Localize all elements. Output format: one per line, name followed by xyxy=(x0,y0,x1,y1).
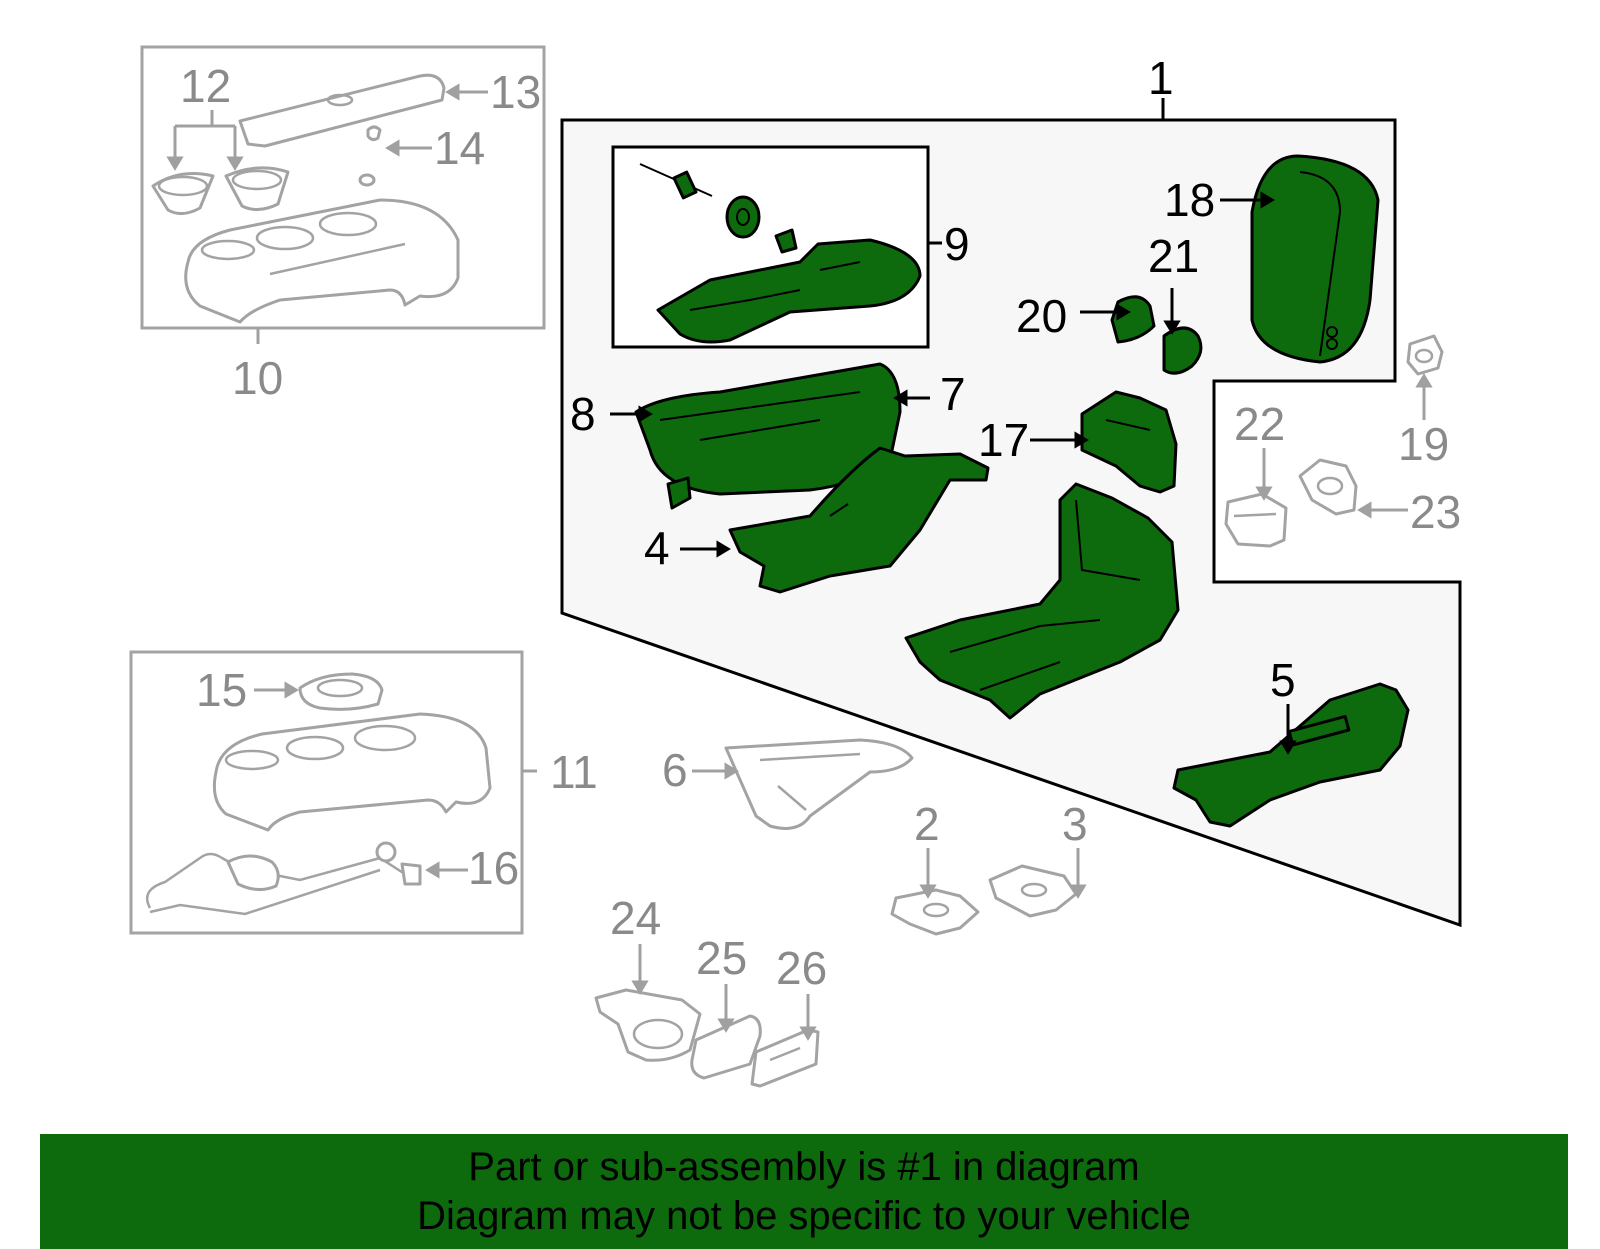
banner-line-1: Part or sub-assembly is #1 in diagram xyxy=(468,1144,1140,1189)
part-10-console-bezel[interactable] xyxy=(184,173,460,324)
callout-22: 22 xyxy=(1234,398,1285,450)
callout-25: 25 xyxy=(696,932,747,984)
callout-11: 11 xyxy=(550,746,598,798)
callout-15: 15 xyxy=(196,664,247,716)
callout-2: 2 xyxy=(914,798,940,850)
part-23-trim[interactable] xyxy=(1298,458,1358,516)
part-15-tray[interactable] xyxy=(298,672,384,711)
callout-5: 5 xyxy=(1270,654,1296,706)
part-21-knob[interactable] xyxy=(1162,326,1203,375)
leaders-inactive xyxy=(166,83,1433,1041)
part-13-lid[interactable] xyxy=(238,73,446,148)
part-25-lens[interactable] xyxy=(690,1014,762,1080)
callout-7: 7 xyxy=(940,368,966,420)
banner-line-2: Diagram may not be specific to your vehi… xyxy=(417,1193,1191,1238)
callout-21: 21 xyxy=(1148,230,1199,282)
callout-4: 4 xyxy=(644,522,670,574)
part-14-clip[interactable] xyxy=(366,125,382,142)
part-console-frame[interactable] xyxy=(904,482,1180,720)
callout-16: 16 xyxy=(468,842,519,894)
part-22-cover[interactable] xyxy=(1224,492,1288,548)
part-24-vent[interactable] xyxy=(594,988,702,1062)
callout-3: 3 xyxy=(1062,798,1088,850)
part-6-bracket[interactable] xyxy=(724,738,914,830)
callout-23: 23 xyxy=(1410,486,1461,538)
part-4-side-panel[interactable] xyxy=(728,446,990,594)
callout-10: 10 xyxy=(232,352,283,404)
part-5-side-panel[interactable] xyxy=(1172,682,1410,828)
callout-20: 20 xyxy=(1016,290,1067,342)
part-8-7-armrest-base[interactable] xyxy=(634,362,902,510)
leaders-active xyxy=(610,191,1297,755)
part-3-mount[interactable] xyxy=(988,864,1078,918)
part-12-cup-right[interactable] xyxy=(224,166,290,211)
callout-1: 1 xyxy=(1148,52,1174,104)
part-16-harness[interactable] xyxy=(145,841,422,916)
callout-6: 6 xyxy=(662,744,688,796)
callout-26: 26 xyxy=(776,942,827,994)
callout-18: 18 xyxy=(1164,174,1215,226)
part-17-armrest-pad[interactable] xyxy=(1080,390,1178,494)
part-9-mount-plate[interactable] xyxy=(656,238,922,344)
callout-13: 13 xyxy=(490,66,541,118)
part-18-armrest-cushion[interactable] xyxy=(1250,154,1380,364)
callout-19: 19 xyxy=(1398,418,1449,470)
callout-9: 9 xyxy=(944,218,970,270)
callout-14: 14 xyxy=(434,122,485,174)
part-9-hardware[interactable] xyxy=(639,163,798,254)
part-2-mount[interactable] xyxy=(890,888,980,936)
part-12-cup-left[interactable] xyxy=(151,172,215,215)
callout-12: 12 xyxy=(180,60,231,112)
callout-17: 17 xyxy=(978,414,1029,466)
info-banner: Part or sub-assembly is #1 in diagram Di… xyxy=(40,1134,1568,1249)
part-19-clip[interactable] xyxy=(1406,334,1444,376)
part-11-console-bezel[interactable] xyxy=(212,712,492,832)
callout-24: 24 xyxy=(610,892,661,944)
callout-8: 8 xyxy=(570,388,596,440)
